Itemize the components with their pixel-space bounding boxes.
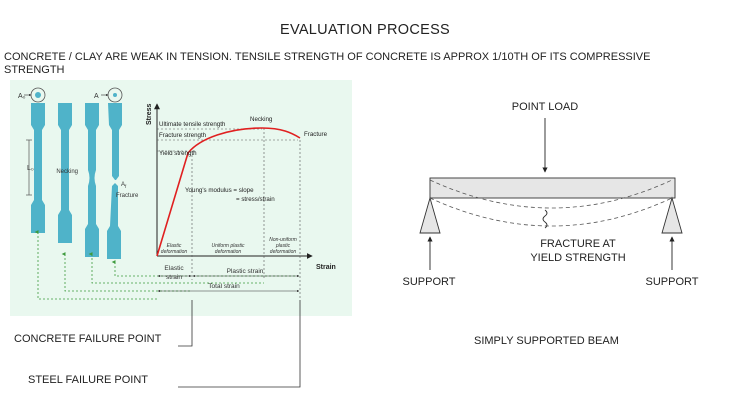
label-nonuniform-3: deformation [270, 249, 297, 255]
label-elastic-deformation-1: Elastic [167, 243, 182, 249]
stress-strain-curve [156, 127, 301, 257]
failure-leader-lines [178, 300, 301, 388]
label-fracture-1: FRACTURE AT [540, 238, 616, 250]
concrete-failure-leader [178, 300, 193, 347]
specimen-fracture: A A f Fracture [94, 87, 139, 259]
label-fracture-specimen: Fracture [116, 193, 139, 199]
label-fracture-strength: Fracture strength [159, 132, 207, 139]
label-elastic-deformation-2: deformation [161, 249, 188, 255]
deflected-shape [429, 179, 673, 227]
label-elastic-strain-1: Elastic [164, 265, 184, 272]
stress-strain-panel: A₀ L₀ Necking A A f Fracture [10, 80, 352, 316]
label-necking-specimen: Necking [56, 169, 78, 175]
beam [429, 177, 676, 199]
label-af: A [121, 182, 125, 188]
y-axis-label: Stress [146, 103, 153, 125]
label-plastic-strain: Plastic strain [227, 268, 264, 275]
beam-caption: SIMPLY SUPPORTED BEAM [474, 335, 619, 347]
concrete-failure-label: CONCRETE FAILURE POINT [14, 333, 162, 345]
label-l0: L₀ [27, 165, 34, 172]
beam-diagram: POINT LOAD FRACTURE AT YIELD STRENGTH SU… [403, 101, 699, 288]
intro-text: CONCRETE / CLAY ARE WEAK IN TENSION. TEN… [4, 51, 651, 76]
label-af-sub: f [125, 184, 127, 189]
label-necking-curve: Necking [250, 116, 273, 123]
x-axis-label: Strain [316, 264, 336, 271]
steel-failure-leader [178, 300, 301, 388]
label-fracture-2: YIELD STRENGTH [530, 252, 625, 264]
specimen-elongated [58, 103, 72, 243]
strain-dimensions [157, 274, 300, 293]
label-support-left: SUPPORT [403, 276, 456, 288]
label-nonuniform-2: plastic [275, 243, 291, 249]
label-a0: A₀ [18, 93, 26, 100]
left-support [419, 196, 441, 234]
label-stress-strain-ratio: = stress/strain [236, 196, 275, 203]
label-uniform-plastic-2: deformation [215, 249, 242, 255]
specimen-original: A₀ L₀ [18, 87, 46, 233]
label-support-right: SUPPORT [646, 276, 699, 288]
label-total-strain: Total strain [208, 283, 240, 290]
label-yield-strength: Yield strength [159, 150, 197, 157]
label-youngs-modulus: Young's modulus = slope [185, 187, 254, 194]
page-title: EVALUATION PROCESS [279, 22, 451, 38]
label-nonuniform-1: Non-uniform [269, 237, 297, 243]
fracture-crack [542, 209, 548, 229]
label-a: A [94, 93, 99, 100]
label-fracture-curve: Fracture [304, 131, 328, 138]
right-support [661, 196, 683, 234]
label-point-load: POINT LOAD [512, 101, 578, 113]
reference-lines [157, 128, 301, 300]
label-elastic-strain-2: strain [166, 274, 182, 281]
specimen-necking: Necking [56, 103, 99, 257]
steel-failure-label: STEEL FAILURE POINT [28, 374, 149, 386]
label-uniform-plastic-1: Uniform plastic [211, 243, 245, 249]
label-uts: Ultimate tensile strength [159, 121, 226, 128]
chart-axes: Stress Strain [146, 103, 336, 271]
